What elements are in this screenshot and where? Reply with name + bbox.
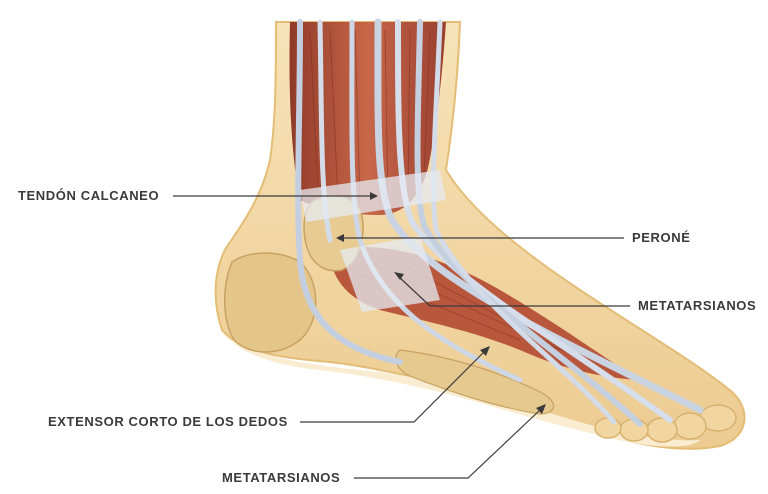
leader-arrowheads xyxy=(336,192,546,414)
leg-muscle xyxy=(289,22,446,215)
arrowhead-extensor xyxy=(480,346,490,356)
label-tendon-calcaneo: TENDÓN CALCANEO xyxy=(18,188,160,203)
arrowhead-perone xyxy=(336,234,344,242)
leader-line-metatarsianos-upper xyxy=(397,275,630,307)
leader-lines xyxy=(173,195,630,479)
label-metatarsianos-lower: METATARSIANOS xyxy=(222,470,341,485)
leader-line-metatarsianos-lower xyxy=(354,409,541,479)
leader-line-extensor xyxy=(300,351,485,423)
label-perone: PERONÉ xyxy=(632,230,691,245)
toes xyxy=(594,404,737,443)
label-extensor-corto: EXTENSOR CORTO DE LOS DEDOS xyxy=(48,414,288,429)
tendons xyxy=(295,18,704,427)
calcaneus-bone xyxy=(224,252,317,353)
midfoot-bones xyxy=(395,349,555,415)
label-metatarsianos-upper: METATARSIANOS xyxy=(638,298,757,313)
muscle-fibres xyxy=(309,29,431,206)
arrowhead-metatarsianos-lower xyxy=(536,404,546,414)
arrowhead-metatarsianos-upper xyxy=(394,272,404,280)
arrowhead-tendon-calcaneo xyxy=(370,192,378,200)
